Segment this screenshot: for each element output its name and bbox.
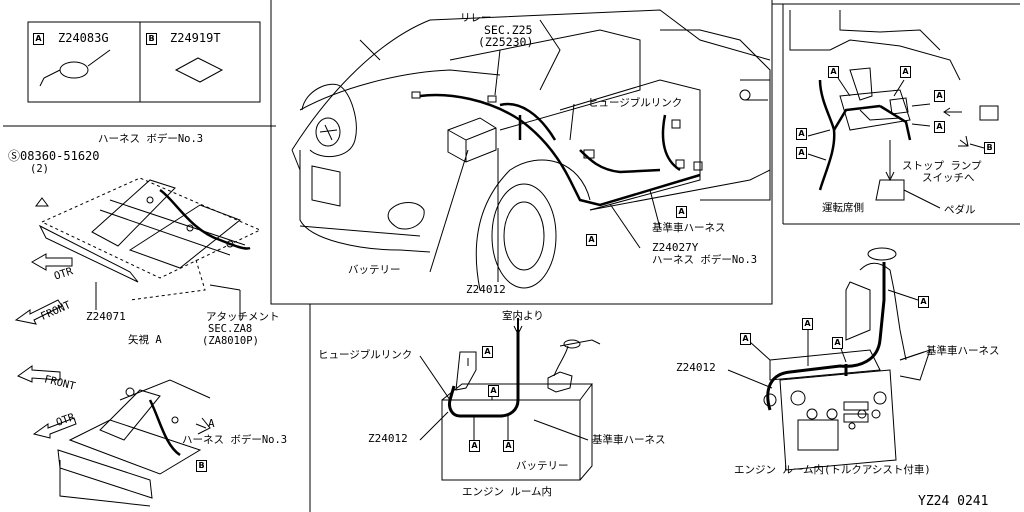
harness-torque-assist	[766, 262, 886, 411]
standard-harness-center: 基準車ハーネス	[652, 222, 726, 234]
tag-a-torque-4: A	[832, 337, 843, 349]
from-interior-label: 室内より	[502, 310, 544, 322]
pad-b-icon	[174, 57, 224, 83]
tag-a-torque-3: A	[802, 318, 813, 330]
standard-harness-torque: 基準車ハーネス	[926, 345, 1000, 357]
tag-b-driver: B	[984, 142, 995, 154]
tag-a-center-1: A	[676, 206, 687, 218]
legend-b-tag: B	[146, 33, 157, 45]
view-a-caption: 矢視 A	[128, 334, 162, 346]
tag-a-driver-3: A	[934, 90, 945, 102]
relay-label: リレー	[460, 12, 492, 24]
torque-assist-caption: エンジン ルーム内(トルクアシスト付車)	[734, 464, 931, 476]
tag-a-torque-1: A	[918, 296, 929, 308]
leaders-pedal	[807, 77, 999, 161]
driver-side-caption: 運転席側	[822, 202, 864, 214]
page-code: YZ24 0241	[918, 494, 989, 509]
part-z24027y: Z24027Y	[652, 241, 699, 254]
harness-body-top-label: ハーネス ボデーNo.3	[98, 133, 204, 145]
part-z24012-torque: Z24012	[676, 361, 716, 374]
relay-sec-code: (Z25230)	[478, 35, 534, 49]
harness-body3-center: ハーネス ボデーNo.3	[652, 254, 758, 266]
tag-a-driver-6: A	[796, 147, 807, 159]
fusible-link-engine-room: ヒュージブルリンク	[318, 349, 413, 361]
part-z24012-center: Z24012	[466, 283, 506, 296]
part-z24012-engine-room: Z24012	[368, 432, 408, 445]
battery-label-engine-room: バッテリー	[516, 460, 569, 472]
tag-a-driver-2: A	[900, 66, 911, 78]
tag-b-left-view: B	[196, 460, 207, 472]
leaders-center	[429, 49, 661, 282]
harness-pedal	[818, 79, 912, 191]
tag-a-engine-1: A	[482, 346, 493, 358]
pedal-label: ペダル	[944, 204, 976, 216]
legend-a-tag: A	[33, 33, 44, 45]
part-z24071: Z24071	[86, 310, 126, 323]
attachment-sec: SEC.ZA8	[208, 323, 253, 335]
battery-torque-assist	[763, 247, 931, 471]
orientation-arrows-top	[14, 253, 73, 325]
leaders-torque-assist	[727, 289, 925, 389]
vehicle-body	[291, 9, 771, 291]
tag-a-driver-5: A	[796, 128, 807, 140]
clamp-a-icon	[39, 49, 111, 87]
pedal-area	[789, 10, 961, 209]
attachment-code: (ZA8010P)	[202, 335, 259, 347]
tag-a-engine-3: A	[469, 440, 480, 452]
harness-center-connectors	[411, 91, 703, 171]
panel-frames	[3, 0, 1020, 512]
harness-body-bottom-label: ハーネス ボデーNo.3	[182, 434, 288, 446]
battery-engine-room	[441, 339, 601, 481]
tag-a-engine-4: A	[503, 440, 514, 452]
attachment-label: アタッチメント	[206, 311, 280, 323]
bolt-part-number: Ⓢ08360-51620	[8, 149, 100, 163]
legend-a-part-number: Z24083G	[58, 31, 109, 45]
standard-harness-engine-room: 基準車ハーネス	[592, 434, 666, 446]
tag-a-engine-2: A	[488, 385, 499, 397]
engine-room-caption: エンジン ルーム内	[462, 486, 553, 498]
leaders-engine-room	[419, 318, 589, 441]
relay-sec: SEC.Z25	[484, 23, 533, 37]
frame-rail-view	[35, 177, 262, 320]
frame-view-a	[16, 365, 211, 507]
harness-center	[419, 93, 701, 207]
battery-center	[447, 117, 497, 163]
fusible-link-center: ヒュージブルリンク	[588, 97, 683, 109]
stop-lamp-label-2: スイッチへ	[922, 172, 975, 184]
harness-engine-room	[448, 330, 520, 418]
tag-a-driver-1: A	[828, 66, 839, 78]
tag-a-torque-2: A	[740, 333, 751, 345]
battery-label-center: バッテリー	[348, 264, 401, 276]
tag-a-driver-4: A	[934, 121, 945, 133]
tag-a-center-2: A	[586, 234, 597, 246]
bolt-quantity: (2)	[30, 163, 49, 175]
stop-lamp-label: ストップ ランプ	[902, 160, 982, 172]
arrow-a-label: A	[208, 417, 215, 430]
legend-b-part-number: Z24919T	[170, 31, 221, 45]
